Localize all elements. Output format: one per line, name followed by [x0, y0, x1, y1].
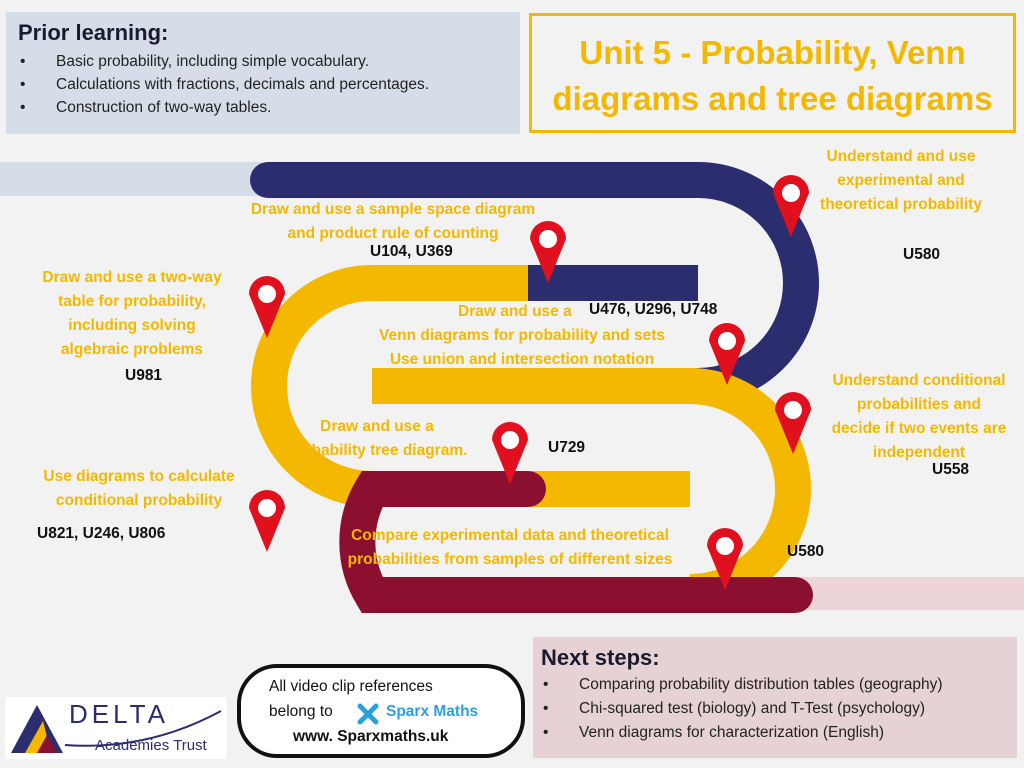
delta-logo: DELTA Academies Trust: [5, 697, 227, 759]
label-line: and product rule of counting: [287, 225, 499, 242]
label-diagrams-conditional: Use diagrams to calculate conditional pr…: [30, 465, 248, 513]
label-line: Use union and intersection notation: [389, 351, 655, 368]
label-line: Venn diagrams for probability and sets: [379, 327, 665, 344]
road-start-strip: [0, 162, 262, 196]
map-pin-icon: [773, 175, 809, 237]
code-venn: U476, U296, U748: [589, 301, 718, 318]
label-venn: Venn diagrams for probability and sets U…: [362, 324, 682, 372]
label-line: Understand conditional: [832, 372, 1006, 389]
code-diagrams-conditional: U821, U246, U806: [37, 525, 166, 542]
label-line: experimental and: [837, 172, 965, 189]
delta-name: DELTA: [69, 699, 169, 729]
map-pin-icon: [707, 528, 743, 590]
label-line: Compare experimental data and theoretica…: [351, 527, 669, 544]
label-line: probabilities from samples of different …: [347, 551, 673, 568]
label-line: conditional probability: [55, 492, 223, 509]
video-clip-box: All video clip references belong to Spar…: [237, 664, 525, 758]
code-sample-space: U104, U369: [370, 243, 453, 260]
code-experimental: U580: [903, 246, 941, 263]
list-item: Basic probability, including simple voca…: [18, 50, 508, 73]
label-line: probability tree diagram.: [286, 442, 468, 459]
label-line: Understand and use: [826, 148, 976, 165]
next-steps-heading: Next steps:: [541, 645, 660, 670]
label-line: Draw and use a: [320, 418, 434, 435]
sparx-maths-link[interactable]: Sparx Maths: [386, 703, 479, 720]
label-tree-diagram: Draw and use a probability tree diagram.: [272, 415, 482, 463]
label-line: including solving: [68, 317, 196, 334]
list-item: Construction of two-way tables.: [18, 96, 508, 119]
code-conditional: U558: [932, 461, 970, 478]
label-line: Draw and use a two-way: [42, 269, 222, 286]
list-item: Venn diagrams for characterization (Engl…: [541, 721, 1009, 745]
road-maroon-segment: [339, 471, 813, 613]
map-pin-icon: [492, 422, 528, 484]
list-item: Calculations with fractions, decimals an…: [18, 73, 508, 96]
code-compare: U580: [787, 543, 825, 560]
map-pin-icon: [249, 276, 285, 338]
label-line: table for probability,: [58, 293, 206, 310]
map-pin-icon: [530, 221, 566, 283]
unit-title-line2: diagrams and tree diagrams: [552, 80, 993, 117]
label-line: Use diagrams to calculate: [43, 468, 235, 485]
map-pin-icon: [709, 323, 745, 385]
label-conditional-probabilities: Understand conditional probabilities and…: [818, 369, 1020, 465]
clip-text-line2: belong to: [269, 703, 333, 720]
road-yellow-left-loop: [251, 265, 528, 507]
clip-text-line1: All video clip references: [269, 678, 433, 695]
unit-title-box: Unit 5 - Probability, Venn diagrams and …: [529, 13, 1016, 133]
label-line: Draw and use a sample space diagram: [250, 201, 536, 218]
label-line: algebraic problems: [60, 341, 204, 358]
delta-triangle-icon: [11, 705, 222, 753]
sparx-url-link[interactable]: www. Sparxmaths.uk: [293, 728, 449, 745]
prior-learning-list: Basic probability, including simple voca…: [18, 50, 508, 119]
label-venn-line1: Draw and use a: [458, 303, 572, 320]
list-item: Chi-squared test (biology) and T-Test (p…: [541, 697, 1009, 721]
road-navy-segment: [250, 162, 819, 404]
list-item: Comparing probability distribution table…: [541, 673, 1009, 697]
label-line: decide if two events are: [831, 420, 1007, 437]
label-line: theoretical probability: [820, 196, 982, 213]
code-tree: U729: [548, 439, 586, 456]
code-two-way: U981: [125, 367, 163, 384]
label-experimental-probability: Understand and use experimental and theo…: [808, 145, 994, 217]
prior-learning-heading: Prior learning:: [18, 20, 169, 45]
label-line: independent: [872, 444, 966, 461]
prior-learning-panel: Prior learning: Basic probability, inclu…: [6, 12, 520, 134]
map-pin-icon: [775, 392, 811, 454]
label-two-way-table: Draw and use a two-way table for probabi…: [22, 266, 242, 362]
sparx-logo-icon: [357, 703, 379, 725]
map-pin-icon: [249, 490, 285, 552]
next-steps-list: Comparing probability distribution table…: [541, 673, 1009, 745]
unit-title-line1: Unit 5 - Probability, Venn: [579, 34, 966, 71]
label-sample-space: Draw and use a sample space diagram and …: [232, 198, 554, 246]
label-compare-data: Compare experimental data and theoretica…: [328, 524, 692, 572]
label-line: probabilities and: [856, 396, 981, 413]
road-end-strip: [795, 577, 1024, 610]
delta-subtitle: Academies Trust: [95, 737, 207, 754]
next-steps-panel: Next steps: Comparing probability distri…: [533, 637, 1017, 758]
